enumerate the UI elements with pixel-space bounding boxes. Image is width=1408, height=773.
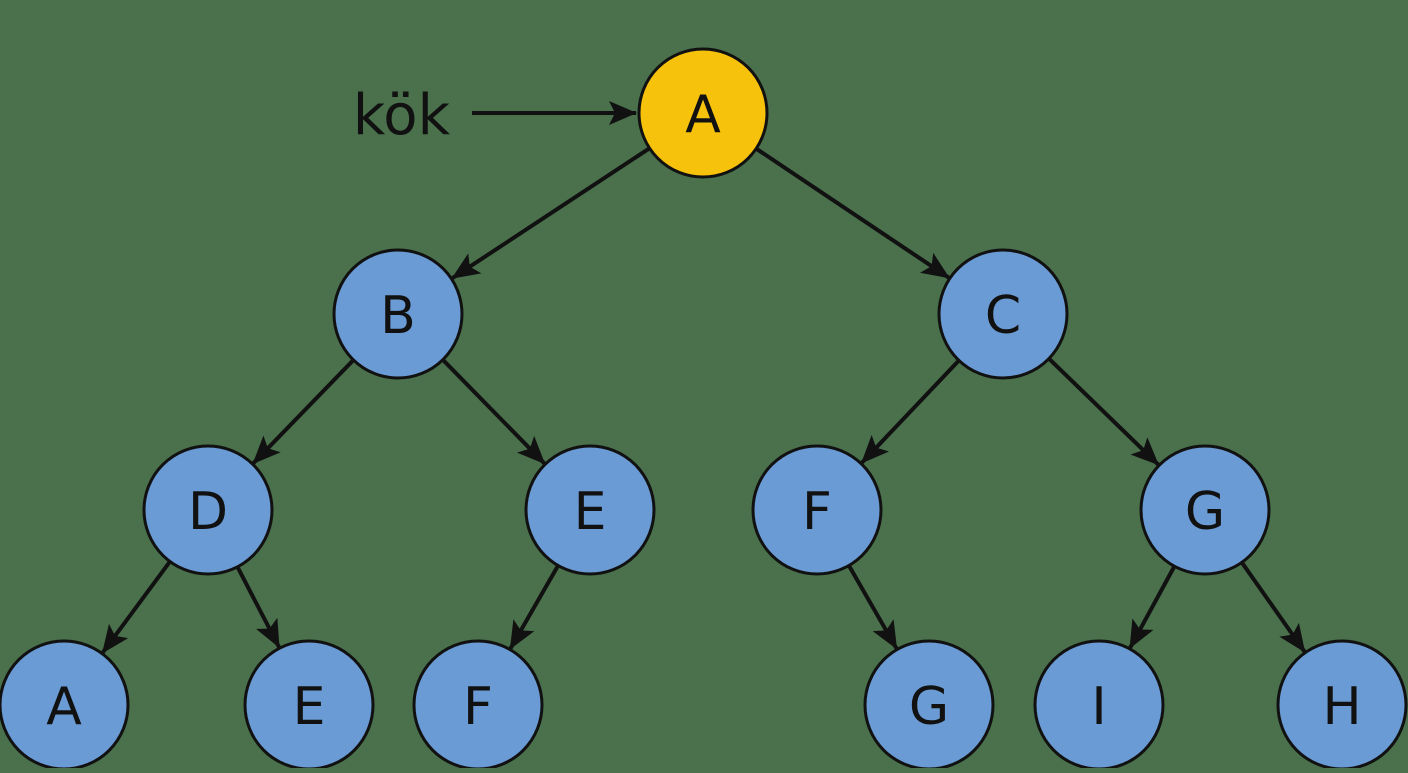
node-circle	[637, 47, 769, 179]
edges-layer	[101, 147, 1307, 654]
root-pointer: kök	[353, 83, 637, 148]
node-circle	[751, 444, 883, 576]
edge-n1-n3	[251, 359, 355, 465]
node-circle	[937, 248, 1069, 380]
edge-n4-n9	[508, 565, 560, 650]
node-label: G	[909, 677, 949, 737]
node-circle	[332, 248, 464, 380]
tree-node-h: H	[1276, 639, 1408, 771]
edge-n0-n2	[755, 147, 951, 280]
node-circle	[1139, 444, 1271, 576]
node-label: I	[1091, 677, 1106, 737]
tree-node-d: D	[142, 444, 274, 576]
root-label: kök	[353, 83, 451, 148]
tree-node-i: I	[1033, 639, 1165, 771]
node-label: A	[46, 677, 82, 737]
tree-node-f: F	[412, 639, 544, 771]
node-circle	[524, 444, 656, 576]
node-label: E	[574, 482, 607, 542]
edge-n0-n1	[451, 147, 650, 280]
edge-n2-n6	[1048, 357, 1160, 467]
node-label: C	[985, 286, 1021, 346]
root-node-a: A	[637, 47, 769, 179]
edge-n1-n4	[442, 359, 546, 465]
edge-n3-n7	[101, 561, 171, 654]
tree-node-e: E	[524, 444, 656, 576]
tree-node-g: G	[863, 639, 995, 771]
tree-node-c: C	[937, 248, 1069, 380]
edge-n3-n8	[236, 566, 281, 649]
tree-node-f: F	[751, 444, 883, 576]
tree-node-a: A	[0, 639, 130, 771]
edge-n5-n10	[847, 565, 899, 650]
node-label: F	[802, 482, 832, 542]
node-circle	[142, 444, 274, 576]
tree-node-e: E	[243, 639, 375, 771]
node-label: F	[463, 677, 493, 737]
edge-n6-n11	[1128, 566, 1176, 649]
node-label: E	[293, 677, 326, 737]
node-label: A	[685, 85, 721, 145]
edge-n6-n12	[1240, 562, 1307, 653]
node-label: G	[1185, 482, 1225, 542]
edge-n2-n5	[860, 359, 960, 465]
nodes-layer: A B C D E F G A E F G I H	[0, 47, 1408, 771]
tree-node-g: G	[1139, 444, 1271, 576]
node-label: H	[1322, 677, 1361, 737]
node-label: D	[188, 482, 228, 542]
tree-node-b: B	[332, 248, 464, 380]
node-label: B	[380, 286, 416, 346]
